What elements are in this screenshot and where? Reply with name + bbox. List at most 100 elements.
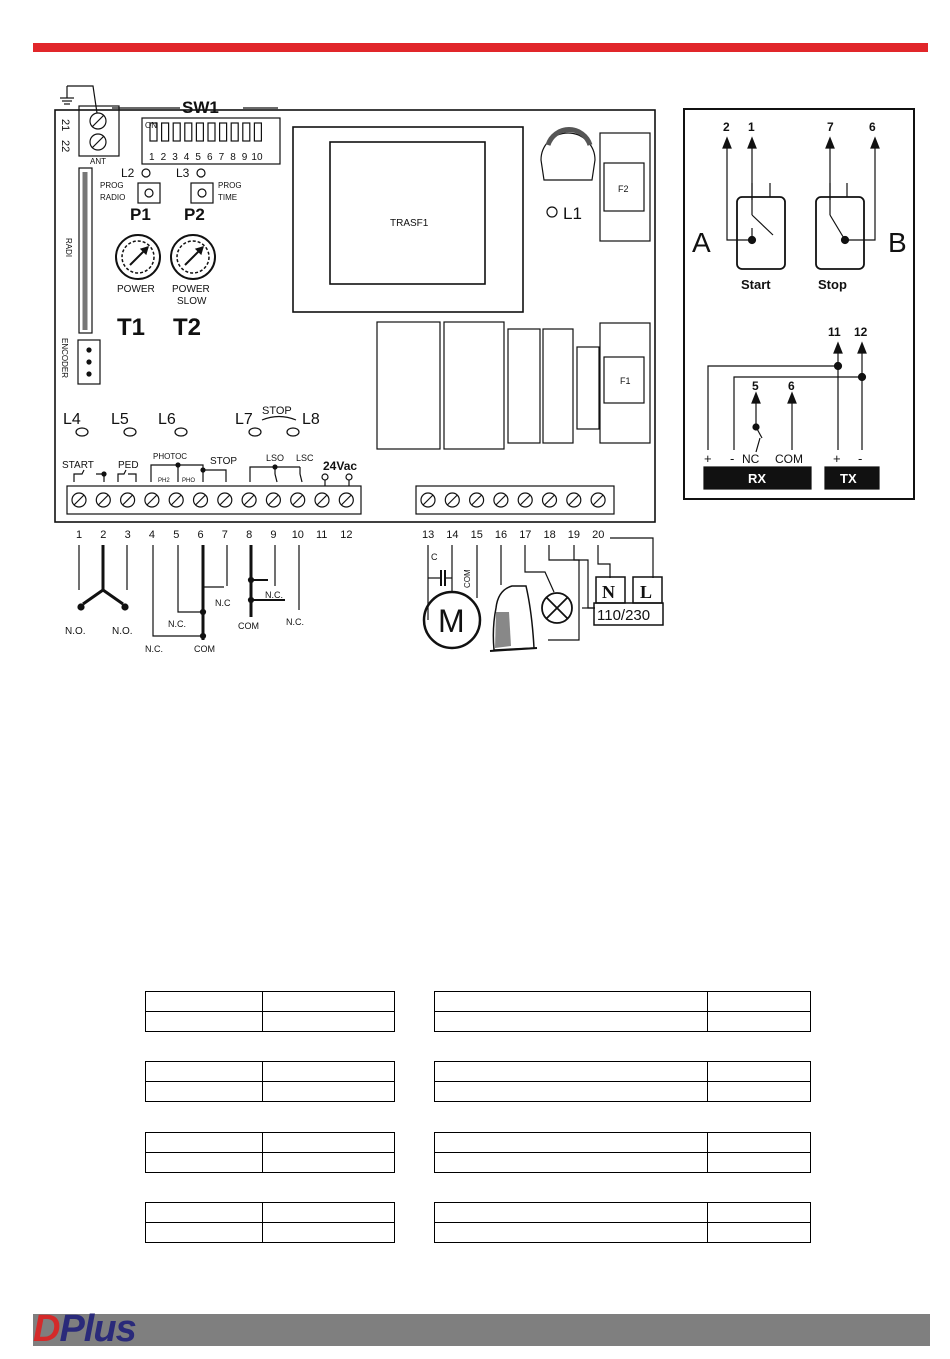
- terminal-screw-13: [420, 492, 436, 508]
- dip-switch-4[interactable]: [184, 122, 193, 142]
- inset-stop-label: Stop: [818, 277, 847, 292]
- lsc-label: LSC: [296, 453, 314, 463]
- lso-label: LSO: [266, 453, 284, 463]
- relay-2: [443, 321, 505, 450]
- ant-num-21: 21: [59, 119, 71, 131]
- transformer-outer: [292, 126, 524, 313]
- sw1-label: SW1: [182, 98, 219, 117]
- terminal-number-10: 10: [292, 529, 304, 541]
- relay-1: [376, 321, 441, 450]
- sw1-on-label: ON: [145, 121, 157, 130]
- relay-5: [576, 346, 600, 430]
- terminal-number-13: 13: [422, 529, 434, 541]
- tx-block: [824, 466, 880, 490]
- led-l2: [141, 168, 151, 178]
- dip-number-1: 1: [149, 152, 155, 163]
- p2-button[interactable]: [190, 182, 214, 204]
- ant-label: ANT: [90, 157, 106, 166]
- table-left-3: [145, 1132, 395, 1173]
- t2-label: T2: [173, 314, 201, 341]
- power-slow-l2: SLOW: [177, 296, 207, 307]
- warning-light-icon: [489, 545, 538, 652]
- trimmer-t2[interactable]: [170, 234, 216, 280]
- dip-number-6: 6: [207, 152, 213, 163]
- led-l6: [174, 427, 188, 437]
- dip-number-7: 7: [219, 152, 225, 163]
- led-l5: [123, 427, 137, 437]
- fuse-f2-label: F2: [618, 184, 629, 194]
- table-left-4: [145, 1202, 395, 1243]
- relay-4: [542, 328, 574, 444]
- prog-radio-l1: PROG: [100, 181, 124, 190]
- ped-label: PED: [118, 460, 139, 471]
- antenna-terminal-block: [78, 105, 120, 157]
- led-l4-label: L4: [63, 411, 81, 428]
- dip-switch-3[interactable]: [172, 122, 181, 142]
- sw1-dip-switch[interactable]: [141, 117, 281, 165]
- terminal-number-3: 3: [125, 529, 131, 541]
- dip-number-3: 3: [172, 152, 178, 163]
- inset-pin-5: 5: [752, 379, 759, 393]
- stop-top-label: STOP: [262, 405, 292, 417]
- p2-label: P2: [184, 205, 205, 224]
- dip-switch-1[interactable]: [149, 122, 158, 142]
- dip-switch-6[interactable]: [207, 122, 216, 142]
- pcb-outline: [54, 109, 656, 523]
- dip-switch-5[interactable]: [195, 122, 204, 142]
- stop-label: STOP: [210, 456, 237, 467]
- terminal-screw-16: [493, 492, 509, 508]
- footer-gray-bar: [33, 1314, 930, 1346]
- dip-number-8: 8: [230, 152, 236, 163]
- terminal-number-1: 1: [76, 529, 82, 541]
- dip-number-10: 10: [251, 152, 263, 163]
- terminal-number-6: 6: [198, 529, 204, 541]
- lamp-icon: [541, 592, 573, 624]
- fuse-f1-label: F1: [620, 376, 631, 386]
- dip-switch-8[interactable]: [230, 122, 239, 142]
- ph2-label: PH2: [158, 478, 170, 484]
- dip-switch-7[interactable]: [219, 122, 228, 142]
- com-photo-label: COM: [194, 644, 215, 654]
- inset-label-b: B: [888, 227, 907, 258]
- nc-photo-label: N.C.: [168, 619, 186, 629]
- inset-pin-11: 11: [828, 325, 841, 339]
- p1-button[interactable]: [137, 182, 161, 204]
- limit-switch-wiring: [247, 545, 300, 617]
- dip-switch-10[interactable]: [253, 122, 262, 142]
- no-label-2: N.O.: [112, 626, 133, 637]
- nc-ls1-label: N.C.: [265, 590, 283, 600]
- inset-pin-6: 6: [869, 120, 876, 134]
- inset-pin-12: 12: [854, 325, 868, 339]
- power-supply-wiring: [573, 537, 654, 609]
- p1-label: P1: [130, 205, 151, 224]
- capacitor-label: C: [431, 552, 438, 562]
- terminal-number-9: 9: [270, 529, 276, 541]
- inset-frame: [683, 108, 915, 500]
- inset-pin-2: 2: [723, 120, 730, 134]
- inset-pin-6b: 6: [788, 379, 795, 393]
- led-l2-label: L2: [121, 166, 135, 180]
- table-left-2: [145, 1061, 395, 1102]
- led-l6-label: L6: [158, 411, 176, 428]
- terminal-screw-12: [338, 492, 354, 508]
- fuse-f2-holder: [599, 132, 651, 242]
- terminal-screw-11: [314, 492, 330, 508]
- terminal-screw-5: [168, 492, 184, 508]
- dip-switch-9[interactable]: [242, 122, 251, 142]
- transformer-label: TRASF1: [390, 218, 429, 229]
- logo-plus: Plus: [59, 1308, 136, 1350]
- terminal-screw-3: [119, 492, 136, 508]
- trimmer-t1[interactable]: [115, 234, 161, 280]
- inset-start-label: Start: [741, 277, 771, 292]
- led-l1-label: L1: [563, 204, 582, 223]
- inset-nc-label: NC: [742, 452, 760, 466]
- terminal-screw-8: [241, 492, 257, 508]
- led-l3: [196, 168, 206, 178]
- terminal-screw-19: [566, 492, 582, 508]
- dip-switch-2[interactable]: [161, 122, 170, 142]
- radio-module: [78, 167, 93, 334]
- dip-number-2: 2: [161, 152, 167, 163]
- encoder-connector: [77, 339, 101, 385]
- capacitor-component: [540, 132, 596, 181]
